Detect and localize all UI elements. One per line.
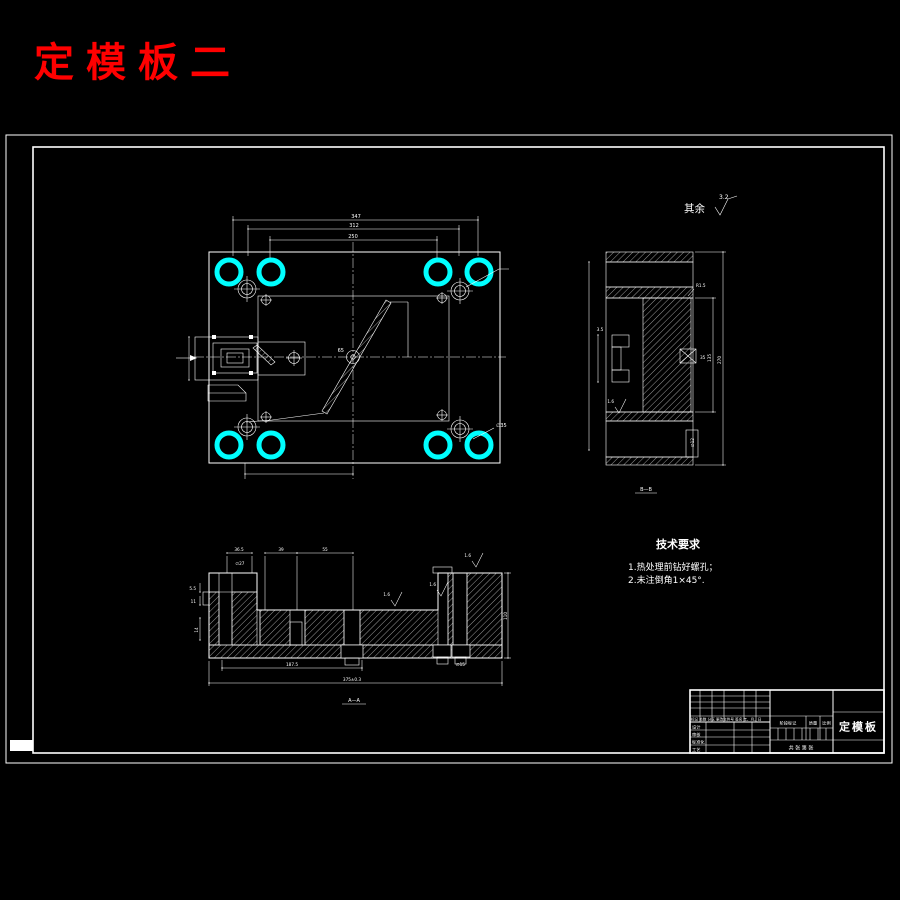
dim-label-bv-r1: 1.6 [383,592,390,597]
roughness-check-icon [614,398,627,414]
dim-label-bv-55: 5.5 [189,586,196,591]
dim-label-w1: 347 [351,214,361,220]
dim-label-bv-d27: ∅27 [236,561,245,566]
drawing-title: 定模板二 [34,40,242,85]
dim-label-sv-h1: 270 [717,356,722,364]
cyan-hole-circles [214,257,494,460]
dim-label-bv-d15: ∅15 [456,662,465,667]
corner-screw-holes [260,292,448,423]
angled-runner [245,299,392,423]
dim-label-w3: 250 [348,234,358,240]
bottom-view-dimensions: 36.5 39 55 ∅27 5.5 11 14 18 [189,547,511,686]
side-view-dimensions: 3.5 R1.5 35 ∅12 135 270 1.6 [588,251,726,466]
guide-pin-holes [234,276,473,442]
dim-label-sv-d1: ∅12 [690,438,695,447]
title-block-header-row: 标记 处数 分区 更改文件号 签名 年、月、日 [691,717,761,722]
title-block-part-name: 定模板 [839,720,878,734]
title-block-mass-label: 质量 [809,720,817,727]
dim-label-center: 65 [338,348,344,354]
title-block-row-standard: 标准化 [692,739,705,746]
dim-label-bv-14: 14 [194,627,199,633]
frame-corner-mark [10,740,33,751]
dim-label-bv-d3: 55 [322,547,328,552]
section-arrow-icon [190,355,197,361]
top-view: 65 [176,214,509,479]
dim-label-sv-h2: 135 [707,354,712,362]
title-block-stage-label: 阶段标记 [780,720,798,727]
dim-label-sv-35: 35 [700,355,706,360]
dim-label-bv-d2: 39 [278,547,284,552]
title-block-row-check: 审核 [692,731,701,738]
title-block-row-design: 设计 [692,724,700,731]
dim-label-hole: ∅35 [496,423,507,429]
dim-label-sv-s1: 3.5 [597,327,604,332]
side-section-view: 3.5 R1.5 35 ∅12 135 270 1.6 其余 3. [588,194,738,494]
tech-requirements: 技术要求 1.热处理前钻好螺孔； 2.未注倒角1×45°. [628,537,718,586]
title-block-scale-label: 比例 [822,720,830,727]
dim-label-bv-11: 11 [191,599,197,604]
title-block-sheet-label: 共 张 第 张 [789,745,814,752]
roughness-check-icon [436,581,449,597]
title-block-row-process: 工艺 [692,747,700,752]
dim-label-bv-b2: 375±0.3 [343,677,361,682]
dim-label-bv-d1: 36.5 [234,547,244,552]
roughness-check-icon [390,591,403,607]
top-view-dimensions: 347 312 250 ∅35 [232,214,509,479]
section-label-side: B—B [640,487,652,493]
tech-req-title: 技术要求 [656,537,701,551]
dim-label-bv-r2: 1.6 [464,553,471,558]
tech-req-item-1: 1.热处理前钻好螺孔； [628,561,718,573]
roughness-check-icon [714,198,729,216]
bottom-section-view: 36.5 39 55 ∅27 5.5 11 14 18 [189,547,511,705]
roughness-label: 其余 [684,202,705,215]
dim-label-bv-right: 110 [503,612,508,620]
drawing-frame [5,134,893,764]
roughness-note: 其余 3.2 [684,194,738,216]
dim-label-bv-r3: 1.6 [429,582,436,587]
dim-label-w2: 312 [349,223,359,229]
roughness-check-icon [471,552,484,568]
dim-label-sv-rough: 1.6 [607,399,614,404]
dim-label-bv-b1: 187.5 [286,662,298,667]
section-label-bottom: A—A [348,698,360,704]
tech-req-item-2: 2.未注倒角1×45°. [628,574,705,586]
roughness-value: 3.2 [719,194,729,201]
title-block: 标记 处数 分区 更改文件号 签名 年、月、日 设计 审核 标准化 工艺 阶段标… [689,689,885,754]
dim-label-sv-r: R1.5 [696,283,706,288]
sprue-bushing-feature [176,335,306,402]
